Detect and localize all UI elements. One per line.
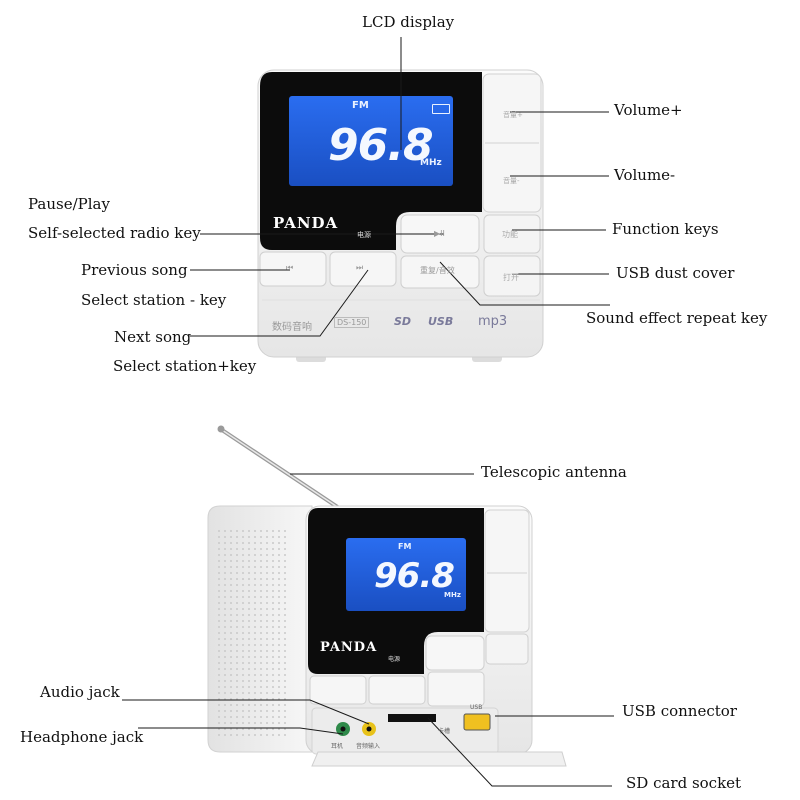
lcd-band-2: FM: [398, 542, 412, 551]
function-key-label: 功能: [502, 230, 518, 239]
radio-front-view: [257, 69, 544, 362]
label-lcd-display: LCD display: [362, 13, 455, 31]
play-key-glyph: ▶II: [434, 229, 445, 238]
repeat-effect-key: [400, 255, 480, 289]
usb-port-label: USB: [470, 704, 483, 711]
lcd-unit: MHz: [420, 158, 442, 168]
lcd-display-2: [346, 538, 466, 611]
repeat-key-label: 重复/音效: [420, 266, 455, 275]
leader-lines: [122, 37, 614, 787]
label-volume-down: Volume-: [614, 166, 676, 184]
open-key-label: 打开: [503, 273, 519, 282]
label-self-selected-radio-key: Self-selected radio key: [28, 224, 201, 242]
power-label: 电源: [357, 231, 371, 239]
lcd-frequency: 96.8: [328, 120, 434, 171]
next-key: [329, 251, 397, 287]
lcd-display: [289, 96, 453, 186]
audio-in-label: 音频输入: [356, 743, 381, 750]
label-pause-play: Pause/Play: [28, 195, 110, 213]
label-function-keys: Function keys: [612, 220, 719, 238]
sd-slot-label: 卡槽: [438, 728, 451, 735]
model-number: DS-150: [334, 317, 370, 328]
mp3-logo: mp3: [478, 314, 508, 329]
label-telescopic-antenna: Telescopic antenna: [481, 463, 627, 481]
battery-icon: [432, 104, 450, 114]
usb-cover-open: [311, 751, 567, 767]
label-audio-jack: Audio jack: [40, 683, 120, 701]
sd-logo: SD: [394, 315, 412, 328]
usb-logo: USB: [428, 315, 454, 328]
label-select-station-plus: Select station+key: [113, 357, 257, 375]
headphone-jack-label: 耳机: [331, 743, 344, 750]
radio-angled-view: [207, 425, 567, 767]
usb-dust-cover: [483, 255, 541, 297]
brand-logo: PANDA: [273, 214, 339, 232]
prev-key: [259, 251, 327, 287]
label-previous-song: Previous song: [81, 261, 188, 279]
brand-logo-2: PANDA: [320, 640, 378, 655]
label-sound-effect-repeat-key: Sound effect repeat key: [586, 309, 768, 327]
lcd-unit-2: MHz: [444, 591, 461, 599]
label-next-song: Next song: [114, 328, 192, 346]
power-label-2: 电源: [388, 656, 401, 663]
label-select-station-minus: Select station - key: [81, 291, 227, 309]
model-cn: 数码音响: [272, 322, 312, 333]
vol-down-key-label: 音量-: [503, 177, 520, 185]
sd-card-slot: [388, 714, 436, 722]
label-usb-connector: USB connector: [622, 702, 737, 720]
usb-port: [463, 713, 491, 731]
label-volume-up: Volume+: [614, 101, 683, 119]
vol-up-key-label: 音量+: [503, 111, 523, 119]
lcd-frequency-2: 96.8: [374, 556, 455, 596]
lcd-band: FM: [352, 100, 369, 111]
label-sd-card-socket: SD card socket: [626, 774, 742, 792]
function-key: [483, 214, 541, 254]
label-usb-dust-cover: USB dust cover: [616, 264, 735, 282]
speaker-grill: [218, 528, 288, 736]
next-key-glyph: ⏭: [356, 263, 364, 272]
label-headphone-jack: Headphone jack: [20, 728, 144, 746]
prev-key-glyph: ⏮: [286, 263, 294, 272]
